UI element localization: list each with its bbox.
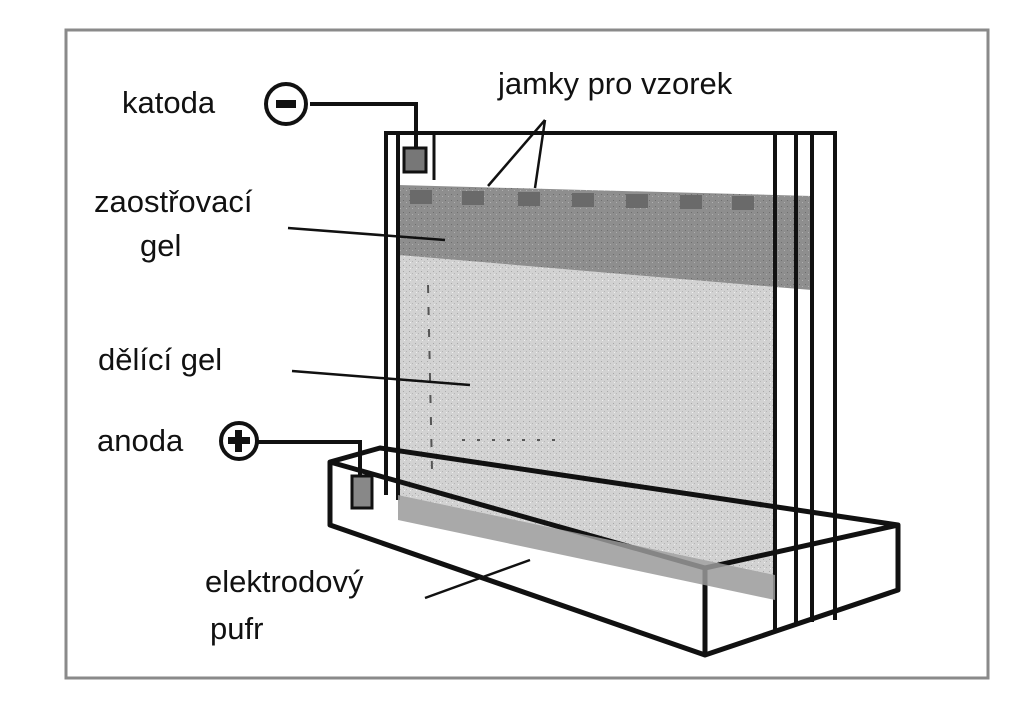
stacking-gel [398,185,775,287]
anode-label: anoda [97,423,184,458]
cathode-electrode [402,146,428,174]
minus-icon [264,82,308,126]
lane-mark [427,284,433,471]
stacking-gel-label-line2: gel [140,228,181,263]
cathode-label: katoda [122,85,216,120]
outer-frame [64,28,990,680]
buffer-tank [327,445,901,658]
separating-gel-label: dělící gel [98,342,222,377]
anode-wire [258,440,362,476]
buffer-liquid [398,495,775,600]
sample-wells-label: jamky pro vzorek [497,66,733,101]
leader-lines [287,119,547,600]
glass-plates [384,131,837,630]
buffer-label-line2: pufr [210,611,263,646]
cathode-wire [310,102,418,148]
stacking-gel-label-line1: zaostřovací [94,184,253,219]
plus-icon [219,421,259,461]
sample-wells [410,190,754,210]
buffer-label-line1: elektrodový [205,564,364,599]
anode-electrode [350,474,374,510]
stacking-gel-edge [775,195,812,290]
